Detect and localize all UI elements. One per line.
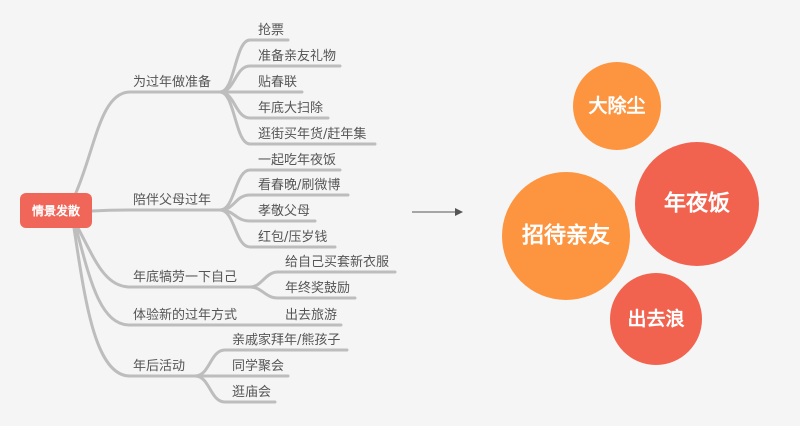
branch-label[interactable]: 陪伴父母过年 <box>133 193 211 208</box>
leaf-label[interactable]: 准备亲友礼物 <box>258 48 336 64</box>
bubble-circle <box>573 62 661 150</box>
leaf-label[interactable]: 出去旅游 <box>285 308 337 323</box>
leaf-label[interactable]: 年终奖鼓励 <box>285 280 350 296</box>
leaf-nodes: 抢票 准备亲友礼物 贴春联 年底大扫除 逛街买年货/赶年集 一起吃年夜饭 看春晚… <box>232 22 389 400</box>
leaf-label[interactable]: 逛街买年货/赶年集 <box>258 126 366 142</box>
leaf-label[interactable]: 给自己买套新衣服 <box>285 254 389 270</box>
bubble-nianyefan[interactable]: 年夜饭 <box>635 142 759 266</box>
leaf-label[interactable]: 一起吃年夜饭 <box>258 152 336 168</box>
leaf-label[interactable]: 抢票 <box>258 22 284 38</box>
root-node-box <box>20 193 92 228</box>
arrow-icon <box>412 208 463 216</box>
connectors <box>72 38 397 404</box>
root-node[interactable]: 情景发散 <box>20 193 92 228</box>
bubble-label: 大除尘 <box>588 94 645 117</box>
bubble-label: 招待亲友 <box>522 223 610 249</box>
branch-label[interactable]: 年底犒劳一下自己 <box>133 269 237 285</box>
bubble-zhaodaiqinyou[interactable]: 招待亲友 <box>502 172 630 300</box>
bubble-dachuchen[interactable]: 大除尘 <box>573 62 661 150</box>
leaf-label[interactable]: 孝敬父母 <box>258 203 310 219</box>
bubble-circle <box>635 142 759 266</box>
root-node-label: 情景发散 <box>32 203 81 218</box>
leaf-label[interactable]: 贴春联 <box>258 75 297 90</box>
leaf-label[interactable]: 年底大扫除 <box>258 100 323 116</box>
branch-label[interactable]: 体验新的过年方式 <box>133 307 237 323</box>
branch-label[interactable]: 年后活动 <box>133 359 185 374</box>
leaf-label[interactable]: 看春晚/刷微博 <box>258 177 340 193</box>
bubble-chuqulang[interactable]: 出去浪 <box>610 273 702 365</box>
leaf-label[interactable]: 亲戚家拜年/熊孩子 <box>232 332 340 348</box>
bubble-cluster: 大除尘 年夜饭 招待亲友 出去浪 <box>502 62 759 365</box>
branch-label[interactable]: 为过年做准备 <box>133 74 211 90</box>
leaf-label[interactable]: 逛庙会 <box>232 385 271 400</box>
leaf-label[interactable]: 红包/压岁钱 <box>258 229 327 245</box>
bubble-label: 年夜饭 <box>664 191 730 217</box>
bubble-circle <box>610 273 702 365</box>
branch-nodes: 为过年做准备 陪伴父母过年 年底犒劳一下自己 体验新的过年方式 年后活动 <box>133 74 237 374</box>
bubble-label: 出去浪 <box>627 307 684 330</box>
leaf-label[interactable]: 同学聚会 <box>232 358 284 374</box>
bubble-circle <box>502 172 630 300</box>
